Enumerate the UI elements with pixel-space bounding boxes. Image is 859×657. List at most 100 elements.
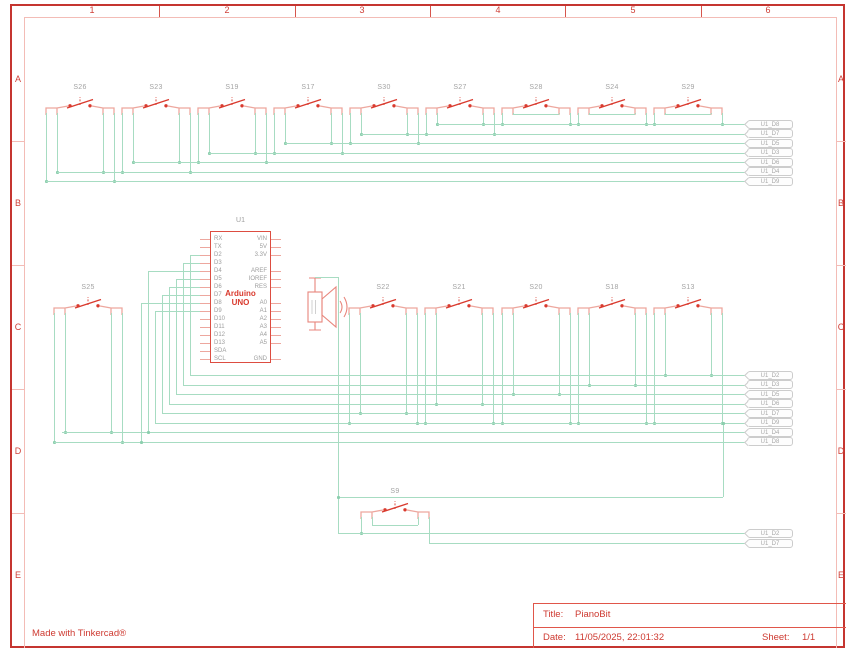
arduino-pin-stub-D9 bbox=[200, 310, 210, 312]
wire-segment bbox=[722, 113, 723, 124]
net-label-U1_D3: U1_D3 bbox=[747, 148, 793, 157]
arduino-pin-D7: D7 bbox=[214, 292, 222, 298]
switch-S9[interactable] bbox=[359, 500, 431, 525]
wire-segment bbox=[665, 313, 666, 375]
wire-segment bbox=[483, 113, 484, 124]
pushbutton-icon bbox=[501, 297, 571, 315]
switch-label-S26: S26 bbox=[73, 84, 87, 91]
wire-segment bbox=[176, 279, 177, 394]
wire-segment bbox=[148, 271, 202, 272]
piezo-speaker[interactable] bbox=[291, 272, 349, 336]
sheet-label: Sheet: bbox=[762, 632, 790, 643]
date-label: Date: bbox=[543, 632, 566, 643]
wire-segment bbox=[654, 313, 655, 423]
arduino-pin-D3: D3 bbox=[214, 260, 222, 266]
wire-segment bbox=[493, 313, 494, 423]
wire-segment bbox=[190, 255, 202, 256]
switch-label-S24: S24 bbox=[605, 84, 619, 91]
wire-segment bbox=[148, 271, 149, 432]
wire-segment bbox=[114, 113, 115, 181]
switch-S26[interactable] bbox=[44, 96, 116, 121]
switch-S27[interactable] bbox=[424, 96, 496, 121]
switch-label-S25: S25 bbox=[81, 284, 95, 291]
wire-segment bbox=[417, 313, 418, 423]
title-block-line bbox=[533, 603, 846, 604]
arduino-pin-stub-RX bbox=[200, 238, 210, 240]
switch-S20[interactable] bbox=[500, 296, 572, 321]
pushbutton-icon bbox=[53, 297, 123, 315]
arduino-pin-AREF: AREF bbox=[250, 268, 267, 274]
ruler-divider bbox=[12, 265, 24, 266]
switch-S30[interactable] bbox=[348, 96, 420, 121]
arduino-pin-RX: RX bbox=[214, 236, 223, 242]
switch-label-S13: S13 bbox=[681, 284, 695, 291]
arduino-uno[interactable] bbox=[210, 231, 271, 363]
wire-junction bbox=[337, 496, 340, 499]
wire-segment bbox=[141, 303, 142, 442]
switch-S29[interactable] bbox=[652, 96, 724, 121]
net-label-U1_D9: U1_D9 bbox=[747, 418, 793, 427]
arduino-pin-stub-D12 bbox=[200, 334, 210, 336]
wire-segment bbox=[169, 287, 202, 288]
wire-segment bbox=[436, 313, 437, 404]
wire-segment bbox=[502, 113, 503, 124]
arduino-pin-TX: TX bbox=[214, 244, 222, 250]
arduino-pin-stub-D6 bbox=[200, 286, 210, 288]
switch-label-S27: S27 bbox=[453, 84, 467, 91]
ruler-column-4: 4 bbox=[495, 5, 501, 15]
wire-segment bbox=[183, 263, 184, 385]
arduino-pin-stub-D3 bbox=[200, 262, 210, 264]
wire-junction bbox=[147, 431, 150, 434]
switch-S28[interactable] bbox=[500, 96, 572, 121]
switch-S24[interactable] bbox=[576, 96, 648, 121]
piezo-label-marks bbox=[311, 300, 316, 314]
arduino-name-line2: UNO bbox=[231, 298, 250, 307]
frame-line-left bbox=[24, 17, 25, 648]
net-label-U1_D6: U1_D6 bbox=[747, 399, 793, 408]
switch-S25[interactable] bbox=[52, 296, 124, 321]
pushbutton-icon bbox=[577, 97, 647, 115]
wire-segment bbox=[361, 113, 362, 134]
arduino-pin-D2: D2 bbox=[214, 252, 222, 258]
arduino-pin-stub-A1 bbox=[271, 310, 281, 312]
switch-S13[interactable] bbox=[652, 296, 724, 321]
switch-S22[interactable] bbox=[347, 296, 419, 321]
wire-segment bbox=[425, 313, 426, 423]
wire-segment bbox=[162, 295, 202, 296]
pushbutton-icon bbox=[501, 97, 571, 115]
net-label-U1_D6: U1_D6 bbox=[747, 157, 793, 167]
arduino-pin-stub-VIN bbox=[271, 238, 281, 240]
piezo-lead-bottom bbox=[309, 322, 321, 331]
wire-segment bbox=[155, 311, 202, 312]
switch-S21[interactable] bbox=[423, 296, 495, 321]
wire-segment bbox=[169, 287, 170, 404]
arduino-pin-stub-D5 bbox=[200, 278, 210, 280]
wire-segment bbox=[418, 113, 419, 143]
arduino-pin-A0: A0 bbox=[259, 300, 267, 306]
switch-S17[interactable] bbox=[272, 96, 344, 121]
wire-segment bbox=[372, 525, 418, 526]
ruler-tick bbox=[565, 6, 566, 17]
net-label-U1_D7: U1_D7 bbox=[747, 408, 793, 418]
ruler-row-left-E: E bbox=[14, 570, 21, 580]
switch-S19[interactable] bbox=[196, 96, 268, 121]
switch-label-S22: S22 bbox=[376, 284, 390, 291]
ruler-row-right-D: D bbox=[837, 446, 845, 456]
wire-segment bbox=[176, 394, 745, 395]
switch-S23[interactable] bbox=[120, 96, 192, 121]
net-label-U1_D8: U1_D8 bbox=[747, 437, 793, 446]
wire-segment bbox=[635, 113, 636, 114]
net-label-U1_D9: U1_D9 bbox=[747, 176, 793, 186]
arduino-refdes: U1 bbox=[236, 217, 245, 224]
wire-segment bbox=[209, 152, 745, 154]
wire-segment bbox=[331, 113, 332, 143]
wire-segment bbox=[338, 533, 745, 534]
wire-segment bbox=[285, 113, 286, 143]
title-block-line bbox=[533, 603, 534, 648]
wire-segment bbox=[406, 313, 407, 413]
switch-S18[interactable] bbox=[576, 296, 648, 321]
net-label-U1_D3: U1_D3 bbox=[747, 380, 793, 389]
ruler-tick bbox=[159, 6, 160, 17]
arduino-pin-A2: A2 bbox=[259, 316, 267, 322]
ruler-row-right-A: A bbox=[837, 74, 844, 84]
